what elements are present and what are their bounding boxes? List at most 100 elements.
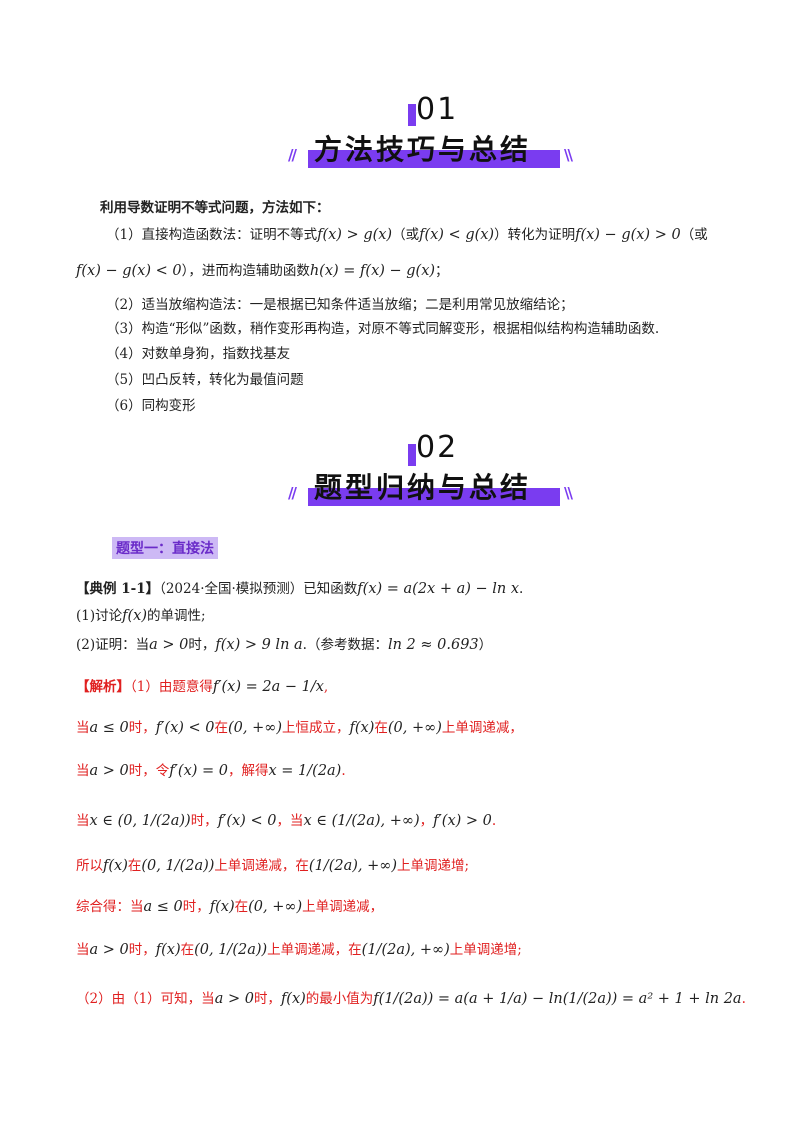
section2-left-deco: //	[288, 484, 297, 502]
example-statement: 【典例 1-1】（2024·全国·模拟预测）已知函数f(x) = a(2x + …	[76, 580, 523, 598]
section1-title-highlight	[308, 150, 560, 168]
q2-math-1: a > 0	[149, 637, 189, 653]
sol-l8-text-a: （2）由（1）可知，当	[76, 991, 215, 1007]
method-item-1: （1）直接构造函数法：证明不等式f(x) > g(x)（或f(x) < g(x)…	[106, 226, 708, 244]
q2-math-2: f(x) > 9 ln a	[215, 637, 303, 653]
method-item-1-text-d: （或	[680, 227, 708, 243]
solution-line-3: 当a > 0时，令f′(x) = 0，解得x = 1/(2a).	[76, 762, 346, 780]
q2-text-d: ）	[478, 637, 493, 653]
sol-l2-math-5: (0, +∞)	[387, 720, 442, 736]
example-end: .	[519, 581, 524, 597]
q1-text-a: (1)讨论	[76, 608, 123, 624]
sol-l3-text-d: .	[341, 763, 346, 779]
example-tag: 【典例 1-1】	[76, 581, 160, 597]
method-item-1-math-3: f(x) − g(x) > 0	[575, 227, 681, 243]
sol-l3-text-a: 当	[76, 763, 90, 779]
sol-l2-math-1: a ≤ 0	[89, 720, 129, 736]
sol-l4-text-a: 当	[76, 813, 90, 829]
sol-l8-text-d: .	[741, 991, 746, 1007]
method-item-1-math-5: h(x) = f(x) − g(x)	[309, 263, 436, 279]
sol-l6-text-a: 综合得：当	[76, 899, 144, 915]
sol-l5-text-a: 所以	[76, 858, 103, 874]
method-item-2: （2）适当放缩构造法：一是根据已知条件适当放缩；二是利用常见放缩结论；	[106, 297, 574, 313]
sol-l5-math-1: f(x)	[103, 858, 128, 874]
sol-l6-math-3: (0, +∞)	[248, 899, 303, 915]
type1-label: 题型一：直接法	[112, 537, 218, 559]
sol-l7-text-a: 当	[76, 942, 90, 958]
example-question-2: (2)证明：当a > 0时，f(x) > 9 ln a.（参考数据：ln 2 ≈…	[76, 636, 492, 654]
section2-number: 02	[416, 430, 459, 465]
sol-l4-math-3: x ∈ (1/(2a), +∞)	[303, 813, 420, 829]
sol-l6-text-c: 在	[234, 899, 249, 915]
sol-l8-math-3: f(1/(2a)) = a(a + 1/a) − ln(1/(2a)) = a²…	[373, 991, 742, 1007]
sol-l5-text-c: 上单调递减，在	[214, 858, 309, 874]
sol-l7-text-c: 在	[180, 942, 195, 958]
q2-text-b: 时，	[188, 637, 216, 653]
sol-l5-text-d: 上单调递增;	[396, 858, 470, 874]
section1-number-accent	[408, 104, 416, 126]
sol-l8-text-c: 的最小值为	[305, 991, 374, 1007]
sol-l2-text-a: 当	[76, 720, 90, 736]
sol-l7-math-1: a > 0	[89, 942, 129, 958]
example-source: （2024·全国·模拟预测）已知函数	[159, 581, 358, 597]
sol-l8-math-2: f(x)	[280, 991, 306, 1007]
sol-l1-text-a: （1）由题意得	[130, 679, 213, 695]
sol-l2-math-2: f′(x) < 0	[155, 720, 215, 736]
solution-line-5: 所以f(x)在(0, 1/(2a))上单调递减，在(1/(2a), +∞)上单调…	[76, 857, 469, 875]
method-item-1-math-2: f(x) < g(x)	[419, 227, 495, 243]
sol-l7-math-2: f(x)	[155, 942, 181, 958]
method-item-1-text-e: ），进而构造辅助函数	[181, 263, 310, 279]
sol-l3-math-1: a > 0	[89, 763, 129, 779]
solution-tag: 【解析】	[76, 679, 130, 695]
sol-l2-text-b: 时，	[128, 720, 156, 736]
sol-l4-text-c: ，当	[276, 813, 304, 829]
solution-line-4: 当x ∈ (0, 1/(2a))时，f′(x) < 0，当x ∈ (1/(2a)…	[76, 812, 496, 830]
sol-l2-math-4: f(x)	[349, 720, 375, 736]
q2-text-a: (2)证明：当	[76, 637, 150, 653]
sol-l8-math-1: a > 0	[214, 991, 254, 1007]
method-item-6: （6）同构变形	[106, 398, 196, 414]
method-item-1-cont: f(x) − g(x) < 0），进而构造辅助函数h(x) = f(x) − g…	[76, 262, 449, 280]
methods-intro: 利用导数证明不等式问题，方法如下：	[100, 200, 330, 216]
sol-l2-text-f: 上单调递减，	[441, 720, 523, 736]
q1-math: f(x)	[122, 608, 147, 624]
sol-l7-text-b: 时，	[128, 942, 156, 958]
method-item-1-text-a: （1）直接构造函数法：证明不等式	[106, 227, 318, 243]
sol-l4-math-2: f′(x) < 0	[217, 813, 277, 829]
sol-l6-text-d: 上单调递减，	[302, 899, 384, 915]
sol-l2-math-3: (0, +∞)	[228, 720, 282, 736]
sol-l1-text-b: ,	[323, 679, 329, 695]
solution-line-7: 当a > 0时，f(x)在(0, 1/(2a))上单调递减，在(1/(2a), …	[76, 941, 522, 959]
section1-right-deco: \\	[564, 146, 573, 164]
sol-l7-text-d: 上单调递减，在	[267, 942, 362, 958]
section1-title: 方法技巧与总结	[314, 133, 532, 166]
q2-math-3: ln 2 ≈ 0.693	[387, 637, 479, 653]
method-item-1-math-4: f(x) − g(x) < 0	[76, 263, 182, 279]
sol-l6-text-b: 时，	[182, 899, 210, 915]
sol-l5-math-3: (1/(2a), +∞)	[308, 858, 397, 874]
sol-l5-text-b: 在	[127, 858, 142, 874]
sol-l3-text-b: 时，令	[128, 763, 170, 779]
sol-l2-text-e: 在	[374, 720, 388, 736]
sol-l6-math-2: f(x)	[209, 899, 235, 915]
solution-line-8: （2）由（1）可知，当a > 0时，f(x)的最小值为f(1/(2a)) = a…	[76, 990, 746, 1008]
sol-l4-text-b: 时，	[190, 813, 218, 829]
sol-l3-math-2: f′(x) = 0	[169, 763, 228, 779]
q1-text-b: 的单调性;	[146, 608, 206, 624]
sol-l8-text-b: 时，	[253, 991, 281, 1007]
section2-title-highlight	[308, 488, 560, 506]
sol-l4-text-e: .	[491, 813, 497, 829]
solution-line-1: 【解析】（1）由题意得f′(x) = 2a − 1/x,	[76, 678, 328, 696]
sol-l2-text-d: 上恒成立，	[282, 720, 350, 736]
section2-number-accent	[408, 444, 416, 466]
sol-l6-math-1: a ≤ 0	[143, 899, 183, 915]
sol-l4-math-4: f′(x) > 0	[433, 813, 492, 829]
sol-l2-text-c: 在	[214, 720, 229, 736]
method-item-4: （4）对数单身狗，指数找基友	[106, 346, 291, 362]
sol-l4-math-1: x ∈ (0, 1/(2a))	[89, 813, 191, 829]
sol-l7-text-e: 上单调递增;	[449, 942, 522, 958]
method-item-1-text-b: （或	[392, 227, 420, 243]
section2-title: 题型归纳与总结	[314, 471, 532, 504]
sol-l7-math-3: (0, 1/(2a))	[194, 942, 268, 958]
method-item-5: （5）凹凸反转，转化为最值问题	[106, 372, 304, 388]
